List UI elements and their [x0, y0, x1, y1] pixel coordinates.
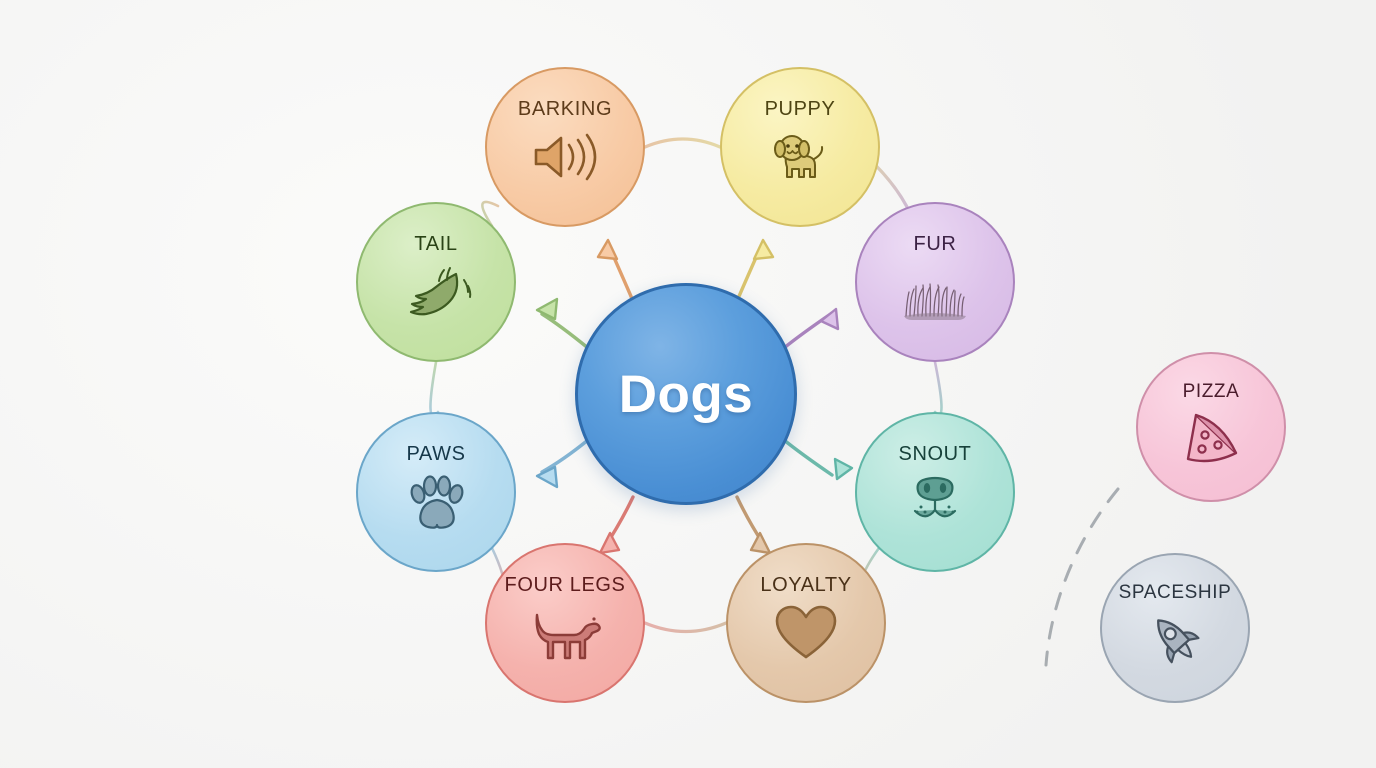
node-snout[interactable]: SNOUT — [855, 412, 1015, 572]
wagging-tail-icon — [398, 264, 474, 322]
node-label-tail: TAIL — [414, 233, 458, 255]
arrow-to-barking — [596, 238, 635, 303]
fur-texture-icon — [896, 264, 974, 320]
node-label-snout: SNOUT — [898, 443, 972, 465]
dog-silhouette-icon — [523, 605, 607, 663]
dog-snout-icon — [898, 474, 972, 528]
node-fur[interactable]: FUR — [855, 202, 1015, 362]
node-spaceship[interactable]: SPACESHIP — [1100, 553, 1250, 703]
node-barking[interactable]: BARKING — [485, 67, 645, 227]
center-node-dogs[interactable]: Dogs — [575, 283, 797, 505]
pizza-slice-icon — [1178, 409, 1244, 467]
node-label-four-legs: FOUR LEGS — [504, 574, 626, 596]
arrow-to-paws — [535, 438, 590, 489]
puppy-dog-icon — [764, 129, 836, 187]
arrow-to-puppy — [735, 238, 775, 303]
node-pizza[interactable]: PIZZA — [1136, 352, 1286, 502]
node-four-legs[interactable]: FOUR LEGS — [485, 543, 645, 703]
node-label-fur: FUR — [913, 233, 957, 255]
heart-icon — [773, 605, 839, 663]
arrow-to-four-legs — [598, 495, 635, 555]
node-tail[interactable]: TAIL — [356, 202, 516, 362]
node-label-barking: BARKING — [517, 98, 613, 120]
arrow-to-snout — [782, 438, 854, 481]
node-paws[interactable]: PAWS — [356, 412, 516, 572]
node-label-spaceship: SPACESHIP — [1118, 582, 1232, 603]
arrow-to-tail — [535, 297, 590, 350]
node-puppy[interactable]: PUPPY — [720, 67, 880, 227]
node-label-pizza: PIZZA — [1182, 381, 1240, 402]
node-loyalty[interactable]: LOYALTY — [726, 543, 886, 703]
arrow-to-fur — [782, 307, 840, 350]
node-label-paws: PAWS — [406, 443, 466, 465]
paw-print-icon — [402, 474, 470, 532]
node-label-puppy: PUPPY — [764, 98, 836, 120]
arrow-to-loyalty — [735, 495, 772, 555]
rocket-icon — [1142, 610, 1208, 668]
speaker-sound-icon — [528, 129, 602, 185]
node-label-loyalty: LOYALTY — [760, 574, 852, 596]
center-node-label: Dogs — [618, 364, 754, 424]
